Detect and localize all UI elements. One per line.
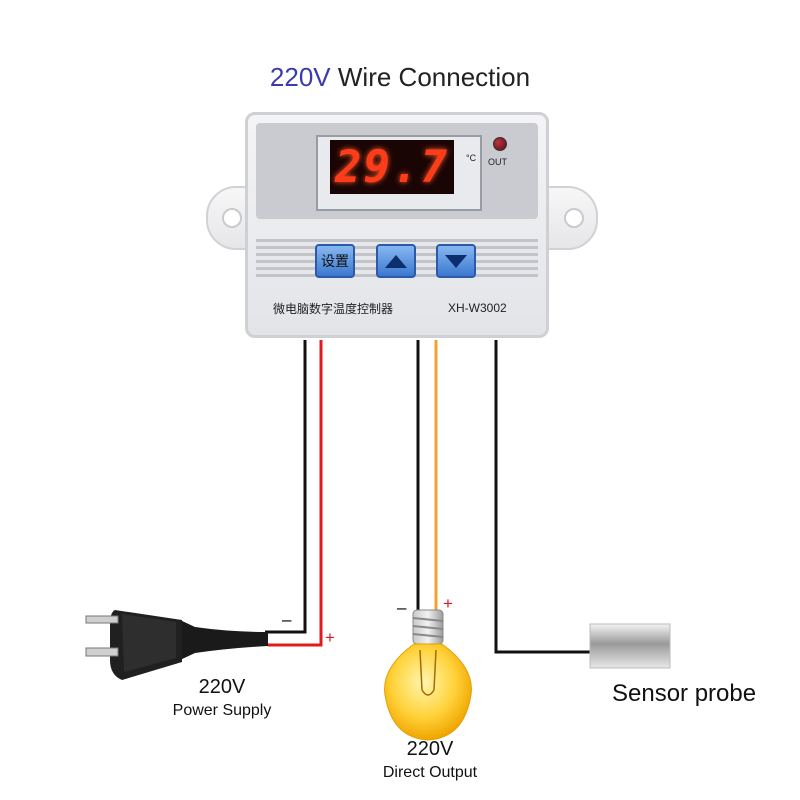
device-name: 微电脑数字温度控制器	[273, 302, 394, 316]
screw-hole	[564, 208, 584, 228]
output-voltage-label: 220V	[406, 738, 454, 760]
title-voltage: 220V	[269, 62, 331, 92]
power-plug-icon	[85, 610, 268, 680]
power-wire-red	[268, 340, 323, 647]
output-minus-sign: –	[397, 598, 407, 617]
screw-hole	[222, 208, 242, 228]
direct-output-label: Direct Output	[382, 764, 478, 781]
power-wire-black	[265, 340, 307, 634]
power-supply-label: Power Supply	[172, 702, 272, 719]
down-button[interactable]	[436, 244, 476, 278]
title-text: Wire Connection	[330, 62, 531, 92]
diagram-title: 220V Wire Connection	[0, 62, 800, 93]
power-minus-sign: –	[282, 610, 292, 629]
down-arrow-icon	[445, 254, 467, 268]
light-bulb-icon	[384, 609, 472, 741]
power-voltage-label: 220V	[198, 676, 246, 698]
out-label: OUT	[488, 157, 507, 167]
up-button[interactable]	[376, 244, 416, 278]
set-button[interactable]: 设置	[315, 244, 355, 278]
temperature-controller: 29.7 °C OUT 设置 微电脑数字温度控制器 XH-W3002	[245, 112, 549, 338]
sensor-probe-label: Sensor probe	[612, 680, 757, 707]
up-arrow-icon	[385, 254, 407, 268]
output-indicator-led	[493, 137, 507, 151]
temperature-readout: 29.7	[335, 141, 449, 193]
sensor-wire	[494, 340, 592, 654]
output-plus-sign: +	[443, 594, 453, 613]
unit-label: °C	[466, 153, 477, 163]
power-plus-sign: +	[325, 628, 335, 647]
sensor-probe-icon	[589, 623, 671, 669]
model-number: XH-W3002	[448, 301, 507, 315]
led-display: 29.7	[330, 140, 454, 194]
